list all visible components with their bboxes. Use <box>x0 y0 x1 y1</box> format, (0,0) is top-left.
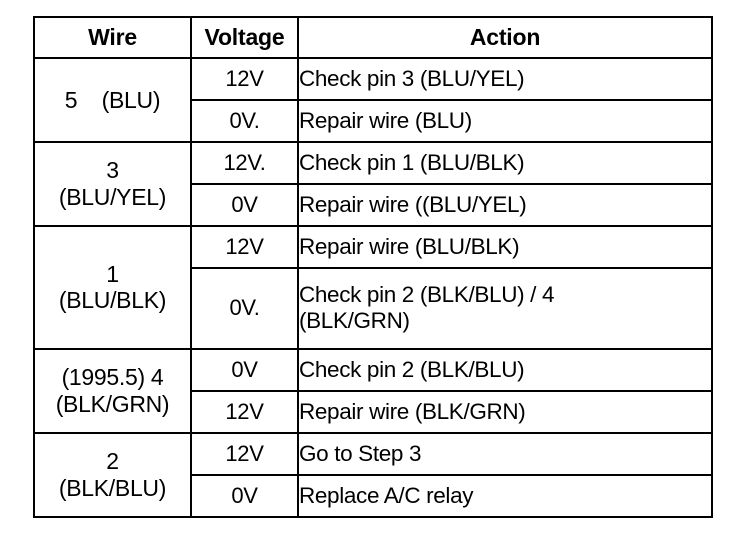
action-text-line: (BLK/GRN) <box>299 308 410 334</box>
voltage-cell: 0V <box>190 347 299 392</box>
table-header: Wire Voltage Action <box>33 16 713 59</box>
action-text-line: Check pin 2 (BLK/BLU) <box>299 356 525 382</box>
header-row: Wire Voltage Action <box>33 16 713 59</box>
wire-label-line: 1 <box>106 260 119 287</box>
wire-label-line: 2 <box>106 448 119 475</box>
voltage-cell: 12V <box>190 224 299 269</box>
table-row: 0V.Check pin 2 (BLK/BLU) / 4(BLK/GRN) <box>34 266 713 350</box>
action-text-line: Check pin 2 (BLK/BLU) / 4 <box>299 281 555 307</box>
action-cell: Check pin 1 (BLU/BLK) <box>297 140 713 185</box>
wire-cell: 3(BLU/YEL) <box>33 140 192 227</box>
voltage-cell: 0V <box>190 473 299 519</box>
action-text-line: Check pin 3 (BLU/YEL) <box>299 65 525 91</box>
action-cell: Repair wire ((BLU/YEL) <box>297 182 713 227</box>
voltage-cell: 0V. <box>190 266 299 350</box>
voltage-cell: 12V <box>190 389 299 434</box>
action-cell: Repair wire (BLK/GRN) <box>297 389 713 434</box>
action-cell: Check pin 2 (BLK/BLU) / 4(BLK/GRN) <box>297 266 713 350</box>
voltage-cell: 12V <box>190 57 299 101</box>
wire-label-line: (BLU/YEL) <box>58 183 167 210</box>
action-cell: Check pin 3 (BLU/YEL) <box>297 57 713 101</box>
column-header-wire: Wire <box>33 16 192 59</box>
wire-cell: (1995.5) 4(BLK/GRN) <box>33 347 192 434</box>
action-text-line: Repair wire ((BLU/YEL) <box>299 191 527 217</box>
wire-cell: 1(BLU/BLK) <box>33 224 192 350</box>
wire-label-line: 5 (BLU) <box>64 86 161 113</box>
wire-label-line: (BLK/BLU) <box>58 474 167 501</box>
column-header-voltage: Voltage <box>190 16 299 59</box>
action-text-line: Repair wire (BLU/BLK) <box>299 233 520 259</box>
action-cell: Go to Step 3 <box>297 431 713 476</box>
voltage-cell: 12V. <box>190 140 299 185</box>
action-text-line: Repair wire (BLU) <box>299 107 472 133</box>
action-cell: Check pin 2 (BLK/BLU) <box>297 347 713 392</box>
table-row: 3(BLU/YEL)12V.Check pin 1 (BLU/BLK) <box>33 140 713 227</box>
action-text-line: Go to Step 3 <box>299 440 422 466</box>
action-text-line: Replace A/C relay <box>299 482 474 508</box>
wire-label-line: (BLU/BLK) <box>58 287 167 314</box>
voltage-cell: 12V <box>190 431 299 476</box>
voltage-cell: 0V. <box>190 98 299 143</box>
action-text-line: Repair wire (BLK/GRN) <box>299 398 526 424</box>
action-cell: Repair wire (BLU) <box>297 98 713 143</box>
wire-label-line: 3 <box>106 157 119 184</box>
wire-cell: 5 (BLU) <box>33 57 192 143</box>
wire-label-line: (1995.5) 4 <box>61 364 164 391</box>
action-text-line: Check pin 1 (BLU/BLK) <box>299 149 525 175</box>
table-row: 0V.Repair wire (BLU) <box>34 98 713 143</box>
wire-cell: 2(BLK/BLU) <box>33 431 192 519</box>
voltage-cell: 0V <box>190 182 299 227</box>
column-header-action: Action <box>297 16 713 59</box>
wire-label-line: (BLK/GRN) <box>55 390 170 417</box>
action-cell: Repair wire (BLU/BLK) <box>297 224 713 269</box>
action-cell: Replace A/C relay <box>297 473 713 519</box>
